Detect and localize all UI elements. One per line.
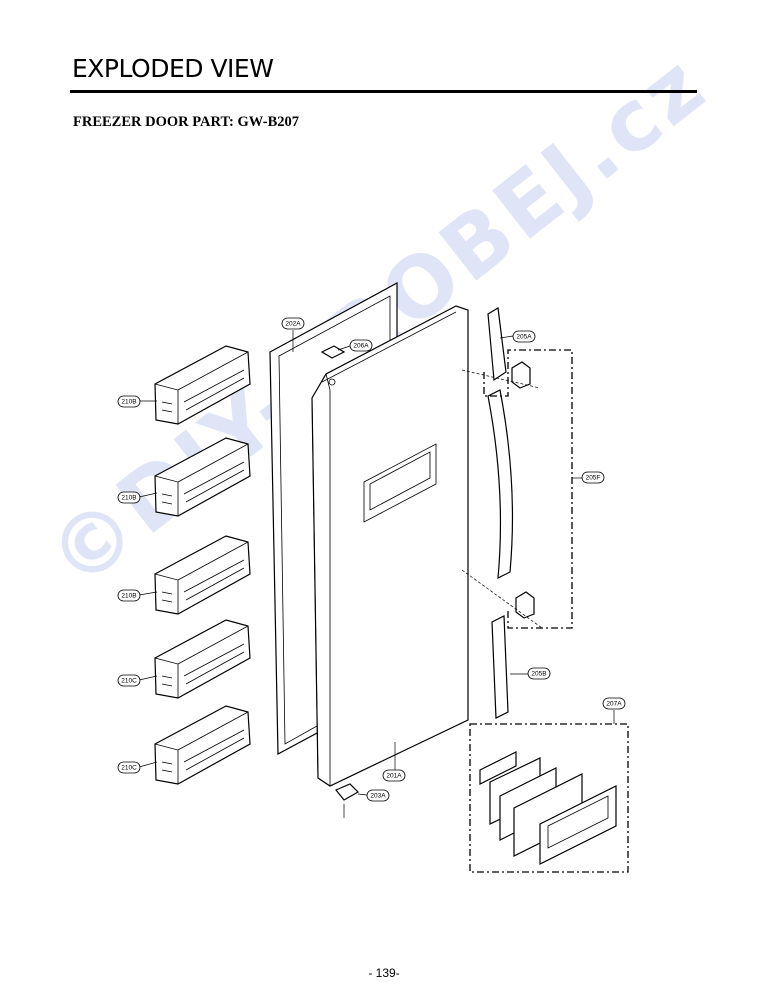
callout-203A: 203A: [366, 789, 390, 802]
callout-210B-3: 210B: [117, 589, 141, 602]
handle-bracket-bottom: [515, 591, 535, 619]
callout-label: 202A: [285, 321, 301, 328]
callout-206A: 206A: [349, 339, 373, 352]
hinge: [335, 783, 359, 818]
callout-205F: 205F: [581, 471, 605, 484]
door-basket-1: [154, 345, 251, 425]
callout-210B-2: 210B: [117, 491, 141, 504]
callout-205A: 205A: [512, 330, 536, 343]
callout-label: 205A: [516, 334, 532, 341]
door-basket-3: [154, 535, 251, 615]
callout-207A: 207A: [602, 697, 626, 710]
title-divider: [70, 90, 697, 93]
callout-label: 203A: [370, 793, 386, 800]
handle: [487, 389, 514, 580]
callout-label: 210B: [121, 495, 136, 502]
callout-label: 206A: [353, 343, 369, 350]
callout-label: 210C: [121, 678, 137, 685]
callout-label: 210B: [121, 593, 136, 600]
diagram-subtitle: FREEZER DOOR PART: GW-B207: [73, 114, 299, 130]
freezer-door: [311, 305, 469, 787]
handle-cap-bottom: [491, 615, 509, 719]
handle-assembly-group-outline: [483, 349, 573, 629]
page-number: - 139-: [368, 966, 400, 980]
handle-cap-top: [487, 307, 507, 382]
callout-201A: 201A: [382, 769, 406, 782]
callout-210C-1: 210C: [117, 674, 141, 687]
callout-202A: 202A: [281, 317, 305, 330]
callout-205B: 205B: [527, 667, 551, 680]
door-cap: [320, 345, 346, 359]
door-basket-4: [154, 619, 251, 699]
callout-label: 210C: [121, 765, 137, 772]
callout-label: 201A: [386, 773, 402, 780]
callout-label: 205B: [531, 671, 546, 678]
page-title: EXPLODED VIEW: [72, 54, 274, 83]
leader-lines: [138, 330, 615, 796]
door-basket-2: [154, 437, 251, 517]
handle-bracket-top: [511, 361, 531, 389]
callout-label: 205F: [586, 475, 601, 482]
door-basket-5: [154, 705, 251, 785]
control-panel-assembly: [469, 723, 629, 873]
callout-210C-2: 210C: [117, 761, 141, 774]
callout-label: 210B: [121, 399, 136, 406]
callout-label: 207A: [606, 701, 622, 708]
callout-210B-1: 210B: [117, 395, 141, 408]
